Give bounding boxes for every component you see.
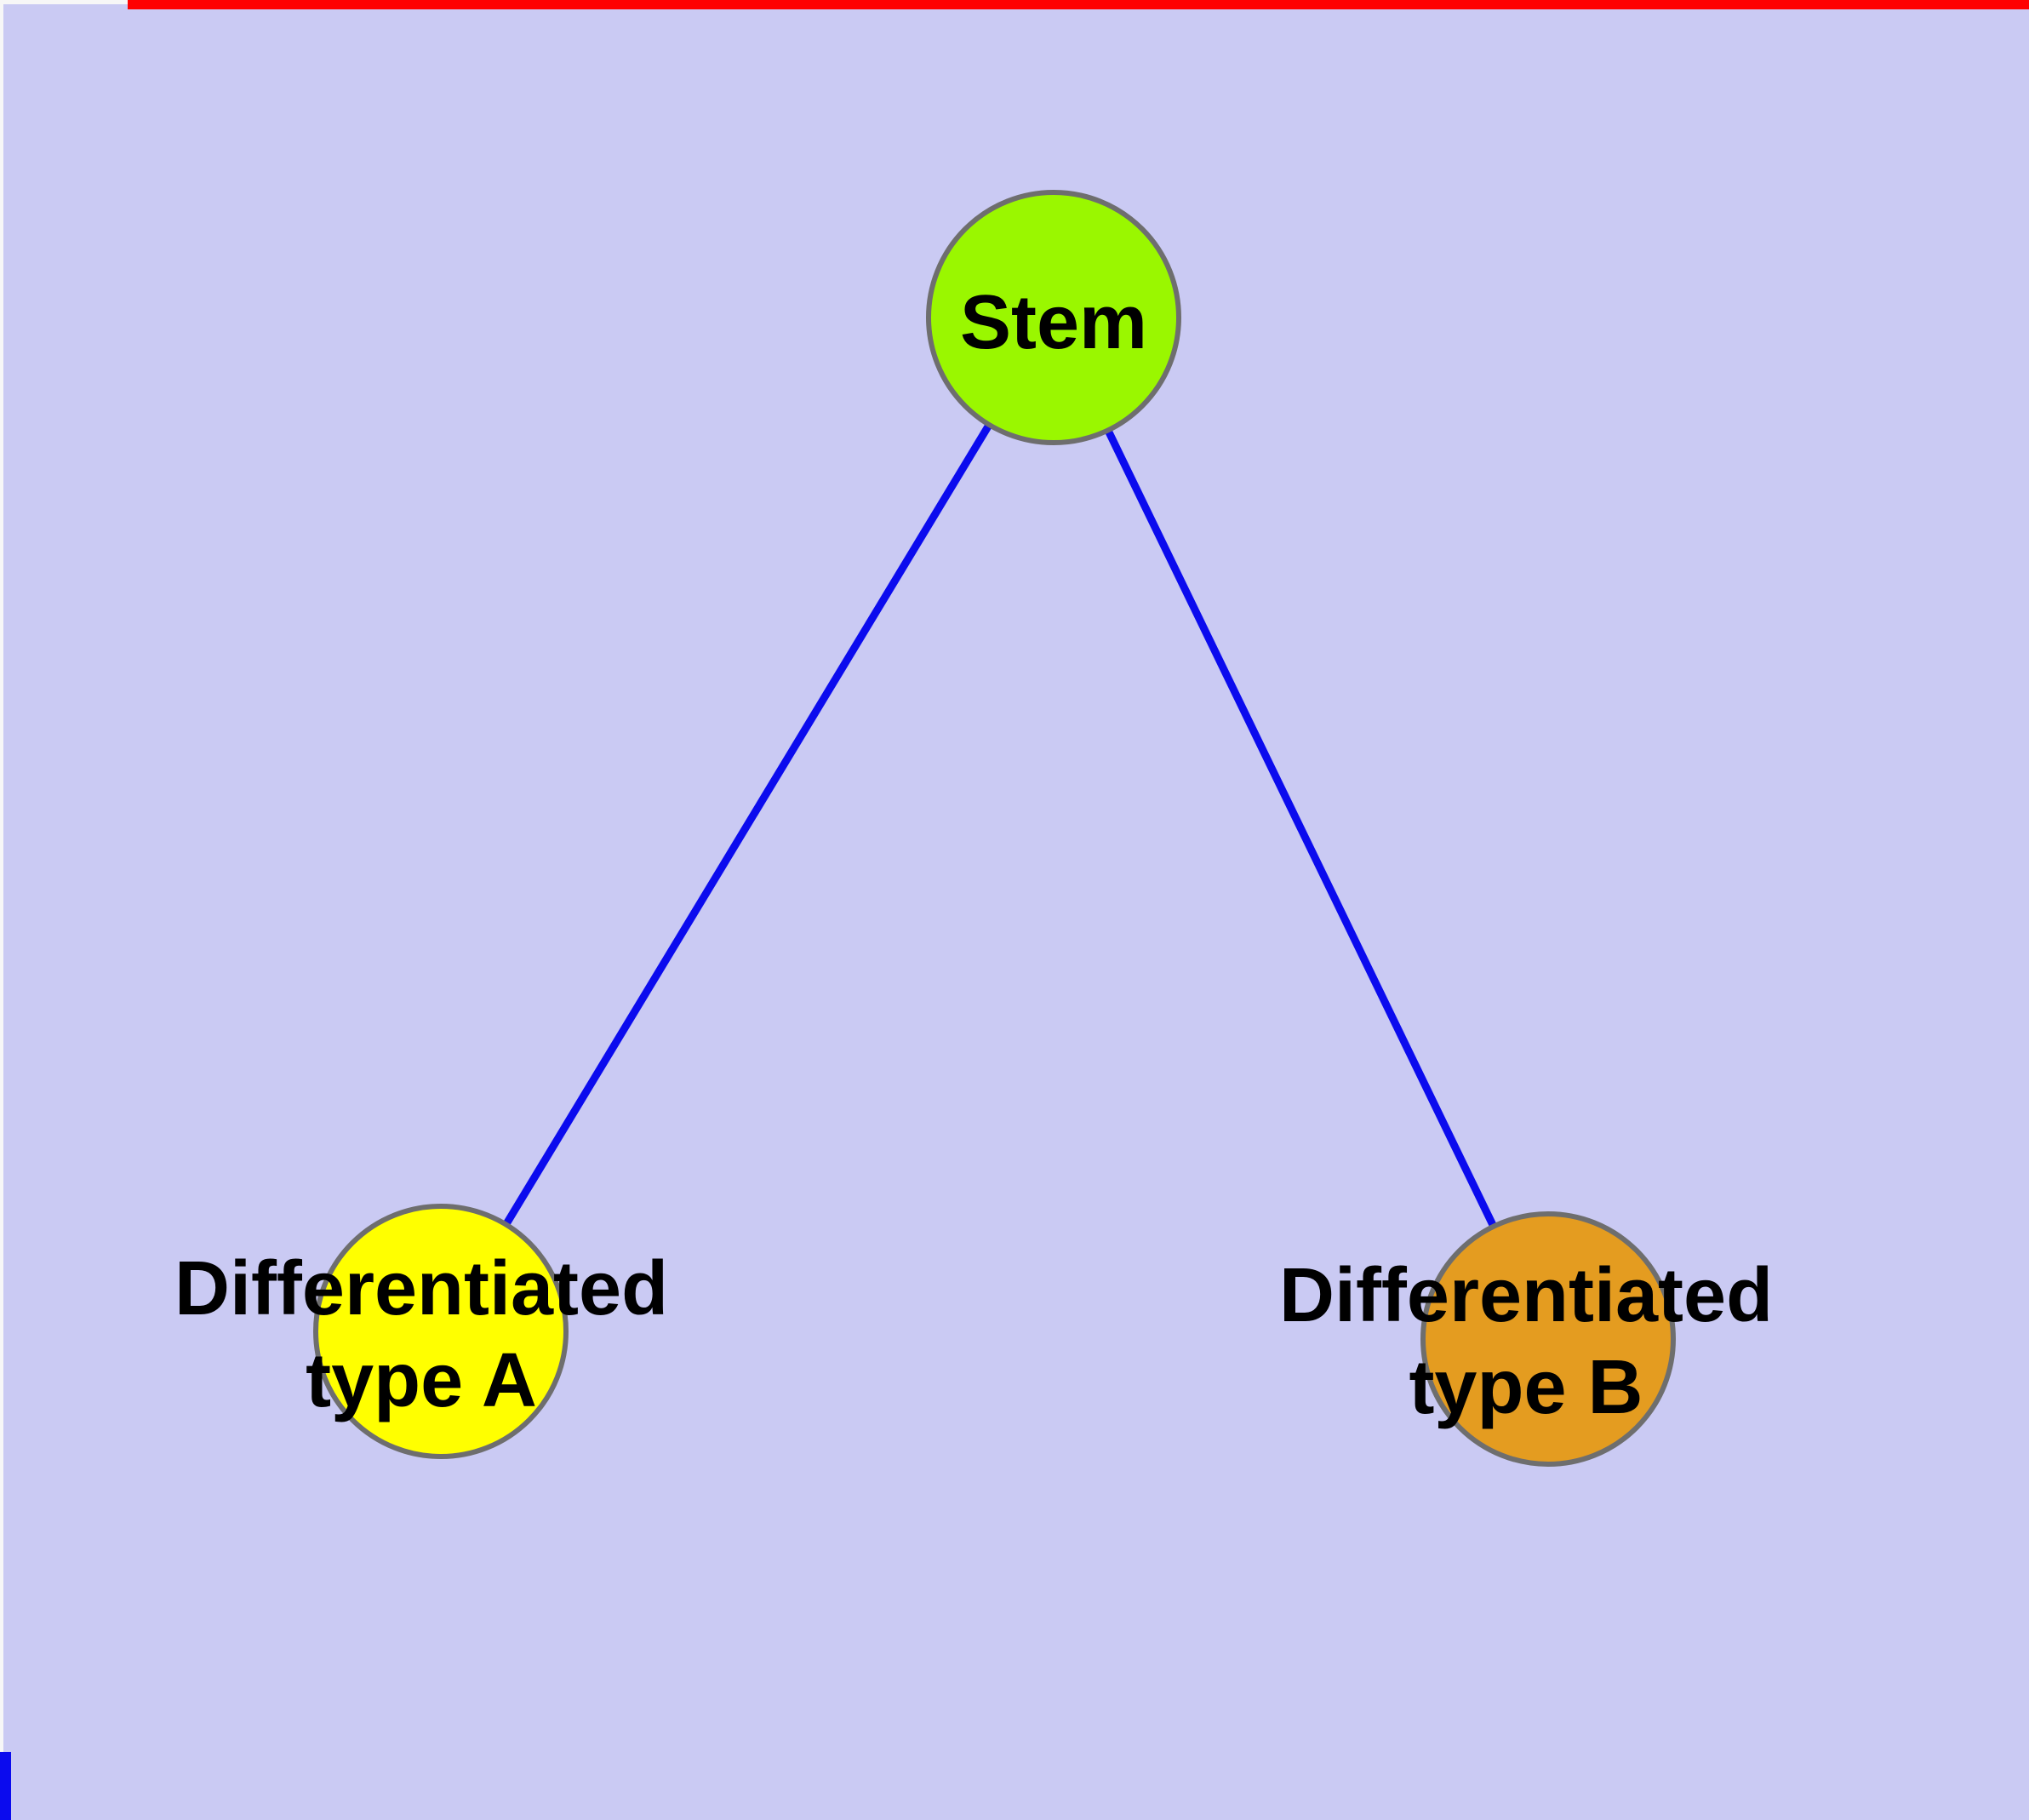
- node-differentiated-type-b-label: Differentiated type B: [1278, 1253, 1774, 1430]
- node-stem-label: Stem: [959, 280, 1148, 365]
- node-differentiated-type-b: [1420, 1211, 1676, 1467]
- bottom-left-blue-bar: [0, 1752, 11, 1820]
- node-stem: [926, 190, 1181, 445]
- edge-stem-to-type-b: [1049, 316, 1552, 1341]
- frame-left-strip: [0, 0, 3, 1754]
- top-red-bar: [128, 0, 2029, 9]
- node-differentiated-type-a-label: Differentiated type A: [174, 1246, 669, 1423]
- node-differentiated-type-a: [313, 1204, 569, 1459]
- edge-stem-to-type-a: [437, 315, 1057, 1334]
